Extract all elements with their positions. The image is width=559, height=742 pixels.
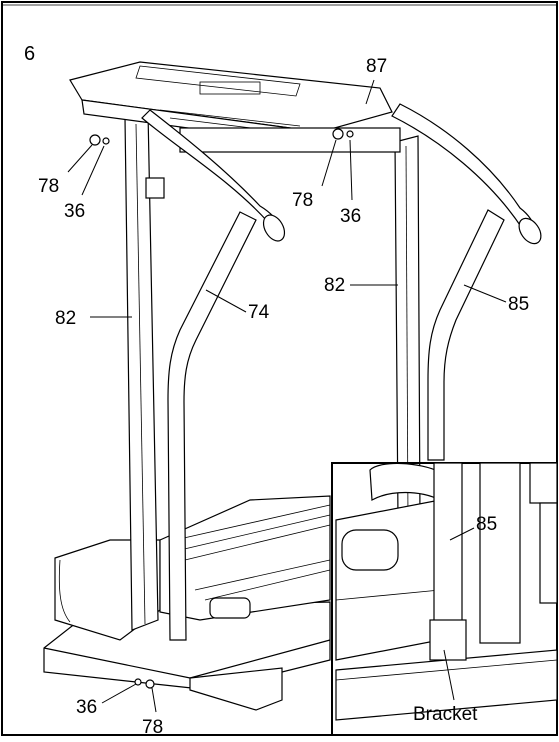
callout-85-handrail: 85 <box>508 294 529 315</box>
callout-85-inset: 85 <box>476 514 497 535</box>
left-handrail <box>167 211 257 641</box>
callout-82-right: 82 <box>324 275 345 296</box>
hardware-bolts <box>89 128 354 689</box>
callout-36-bottom: 36 <box>76 697 97 718</box>
left-washer-36 <box>102 137 110 145</box>
callout-36-left: 36 <box>64 201 85 222</box>
inset-detail <box>331 462 558 735</box>
right-handrail <box>427 209 505 461</box>
left-armrest <box>141 109 286 242</box>
step-number: 6 <box>24 43 35 65</box>
left-bracket <box>145 177 165 199</box>
console <box>69 61 401 153</box>
bottom-bolt-78 <box>145 679 155 689</box>
callout-74-handrail: 74 <box>248 302 270 323</box>
leader-lines <box>67 79 507 713</box>
bottom-washer-36 <box>134 678 142 686</box>
callout-78-right: 78 <box>292 190 313 211</box>
callout-78-left: 78 <box>38 176 59 197</box>
inset-bracket-shape <box>429 619 467 661</box>
right-armrest <box>391 103 542 245</box>
inset-handrail-tube <box>433 462 463 642</box>
callout-78-bottom: 78 <box>142 717 163 737</box>
callout-bracket-inset: Bracket <box>413 704 478 725</box>
right-bolt-78 <box>332 128 344 140</box>
right-washer-36 <box>346 130 354 138</box>
treadmill-base <box>43 495 331 711</box>
callout-36-right: 36 <box>340 206 361 227</box>
callout-82-left: 82 <box>55 308 76 329</box>
left-upright <box>124 111 165 631</box>
callout-87-console: 87 <box>366 56 387 77</box>
left-bolt-78 <box>89 134 101 146</box>
